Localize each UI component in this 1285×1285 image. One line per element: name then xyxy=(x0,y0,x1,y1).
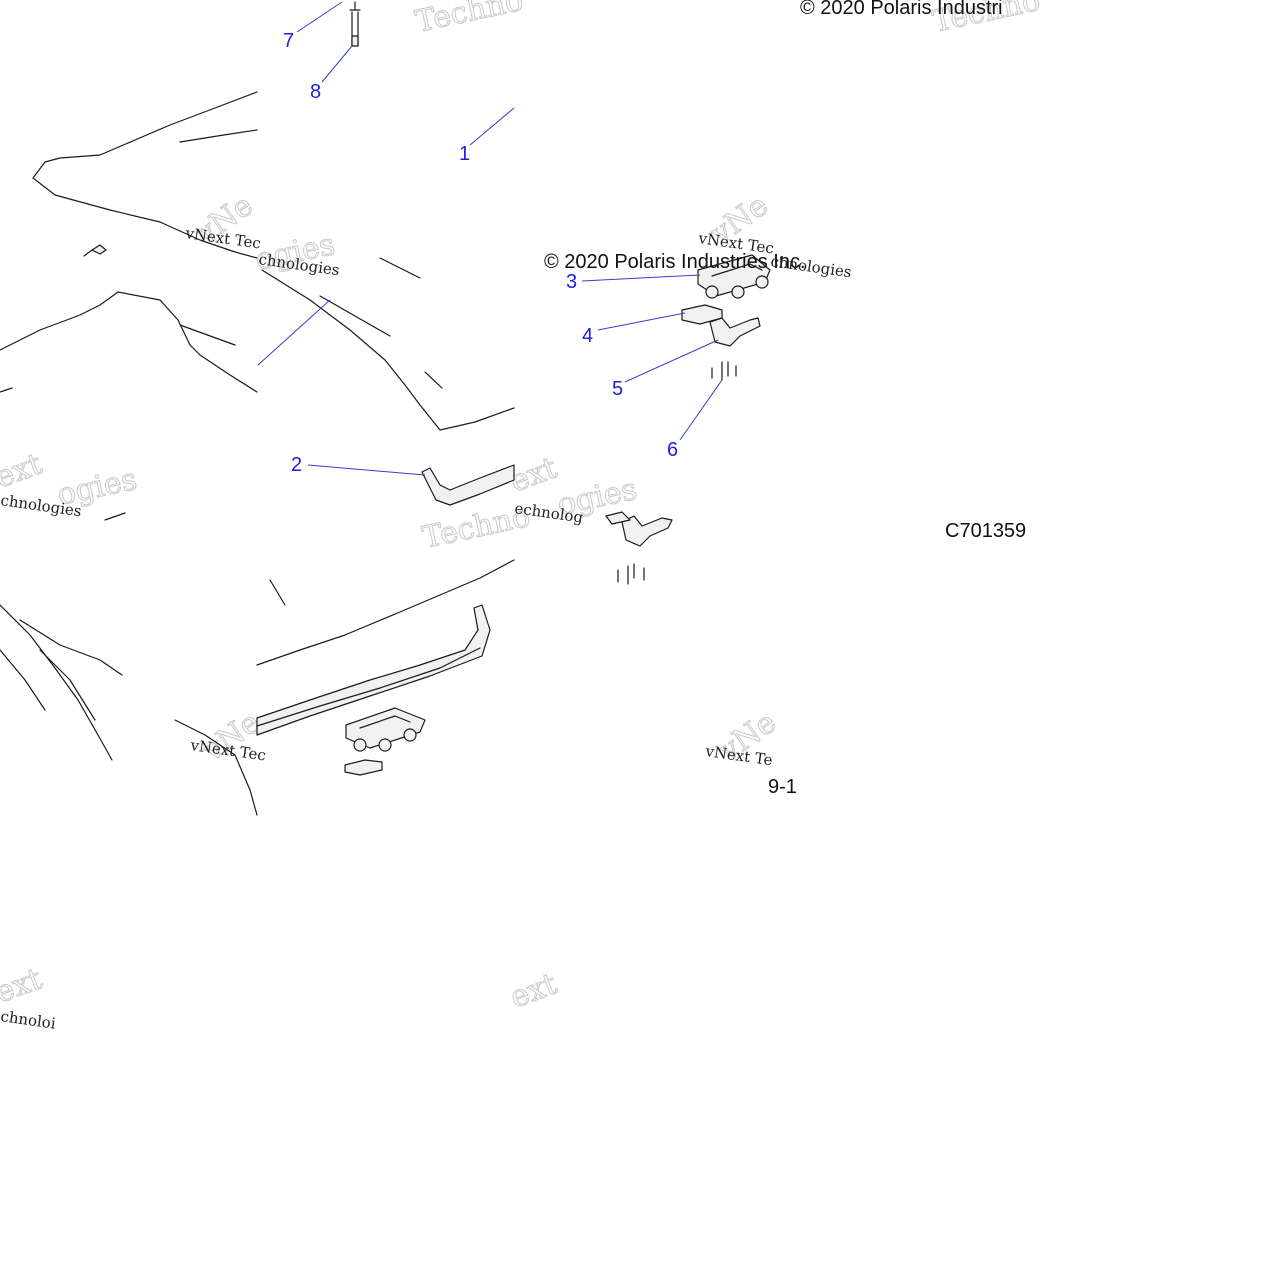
document-texts: © 2020 Polaris Industri © 2020 Polaris I… xyxy=(544,0,1026,798)
callout-2: 2 xyxy=(291,454,302,476)
copyright-text: © 2020 Polaris Industri xyxy=(800,0,1003,19)
callout-5: 5 xyxy=(612,378,623,400)
callout-6: 6 xyxy=(667,439,678,461)
callout-7: 7 xyxy=(283,30,294,52)
callout-8: 8 xyxy=(310,81,321,103)
watermark-small: chnoloi xyxy=(0,1007,57,1033)
callout-4: 4 xyxy=(582,325,593,347)
callout-3: 3 xyxy=(566,271,577,293)
watermark-large: ext xyxy=(0,447,47,496)
side-trim-assembly xyxy=(256,559,515,776)
page-reference: 9-1 xyxy=(768,776,797,798)
callout-1: 1 xyxy=(459,143,470,165)
watermark-large: ext xyxy=(0,962,47,1011)
drawing-code: C701359 xyxy=(945,520,1026,542)
hardware-exploded-view xyxy=(605,254,771,585)
watermark-small-layer: vNext Tec vNext Tec vNext Tec vNext Te c… xyxy=(0,224,853,1033)
callouts: 1 2 3 4 5 6 7 8 xyxy=(283,30,678,476)
body-panel-edge xyxy=(261,1,515,506)
lower-panel-fragment xyxy=(0,512,258,816)
leader-lines xyxy=(257,1,723,476)
watermark-large: Techno xyxy=(412,0,526,40)
watermark-large: ext xyxy=(506,967,562,1016)
watermark-small: chnologies xyxy=(769,252,852,281)
body-panel-fragment xyxy=(0,91,258,393)
copyright-text: © 2020 Polaris Industries Inc. xyxy=(544,251,806,273)
